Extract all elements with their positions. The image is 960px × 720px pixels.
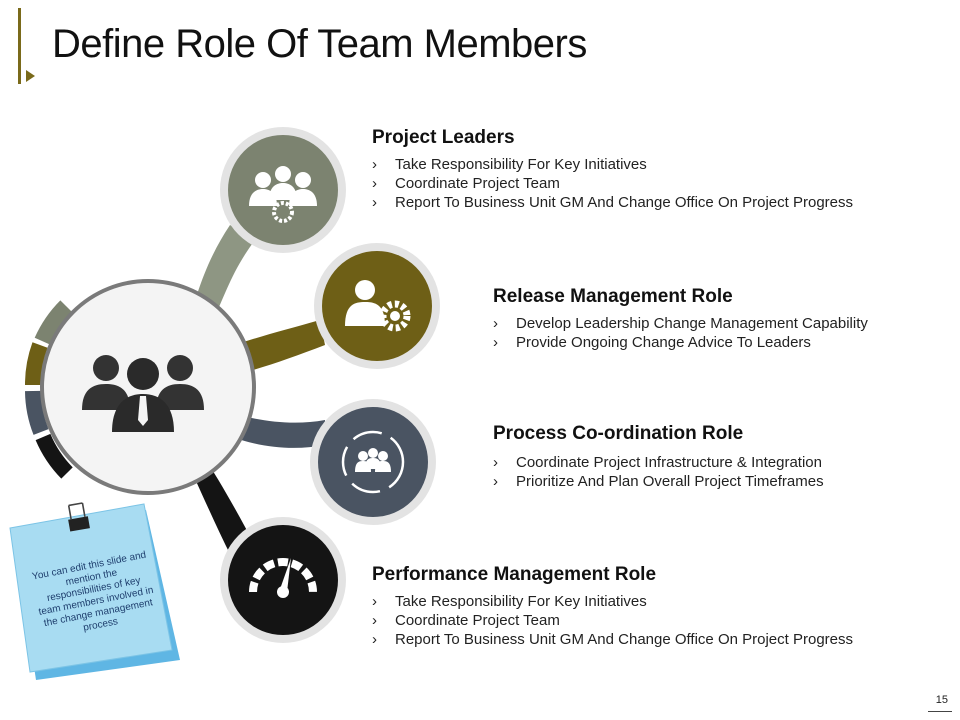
- chevron-right-icon: ›: [493, 334, 498, 351]
- bullet-item: ›Report To Business Unit GM And Change O…: [372, 631, 853, 648]
- team-icon: [82, 355, 204, 432]
- role-circle-release-management: [314, 243, 440, 369]
- role-circle-process-coordination: [310, 399, 436, 525]
- role-circle-performance-management: [220, 517, 346, 643]
- role-bullets: ›Take Responsibility For Key Initiatives…: [372, 155, 853, 212]
- bullet-item: ›Coordinate Project Team: [372, 175, 560, 192]
- role-bullets: ›Develop Leadership Change Management Ca…: [493, 314, 868, 352]
- speedometer-icon: [249, 558, 317, 598]
- bullet-item: ›Prioritize And Plan Overall Project Tim…: [493, 473, 824, 490]
- title-accent-bar: [18, 8, 21, 84]
- slide-title: Define Role Of Team Members: [52, 22, 587, 66]
- role-heading: Project Leaders: [372, 127, 515, 148]
- binder-clip-icon: [67, 502, 90, 532]
- bullet-item: ›Take Responsibility For Key Initiatives: [372, 593, 647, 610]
- hub-circle: [40, 279, 256, 495]
- role-section-process-coordination: Process Co-ordination Role ›Coordinate P…: [493, 423, 824, 491]
- page-number: 15: [935, 694, 948, 706]
- page-number-divider: [928, 711, 952, 712]
- team-gear-icon: [249, 166, 317, 223]
- chevron-right-icon: ›: [372, 631, 377, 648]
- role-section-performance-management: Performance Management Role ›Take Respon…: [372, 564, 853, 649]
- role-heading: Process Co-ordination Role: [493, 423, 744, 444]
- chevron-right-icon: ›: [493, 315, 498, 332]
- bullet-item: ›Develop Leadership Change Management Ca…: [493, 315, 868, 332]
- bullet-item: ›Take Responsibility For Key Initiatives: [372, 156, 647, 173]
- chevron-right-icon: ›: [372, 593, 377, 610]
- chevron-right-icon: ›: [372, 194, 377, 211]
- chevron-right-icon: ›: [372, 175, 377, 192]
- team-cycle-icon: [341, 430, 405, 494]
- role-bullets: ›Take Responsibility For Key Initiatives…: [372, 592, 853, 649]
- chevron-right-icon: ›: [372, 612, 377, 629]
- bullet-item: ›Report To Business Unit GM And Change O…: [372, 194, 853, 211]
- role-bullets: ›Coordinate Project Infrastructure & Int…: [493, 453, 824, 491]
- person-gear-icon: [345, 280, 411, 332]
- chevron-right-icon: ›: [372, 156, 377, 173]
- chevron-right-icon: ›: [493, 454, 498, 471]
- role-heading: Performance Management Role: [372, 564, 657, 585]
- role-section-project-leaders: Project Leaders ›Take Responsibility For…: [372, 127, 853, 212]
- bullet-item: ›Provide Ongoing Change Advice To Leader…: [493, 334, 811, 351]
- chevron-right-icon: ›: [493, 473, 498, 490]
- bullet-item: ›Coordinate Project Team: [372, 612, 560, 629]
- bullet-item: ›Coordinate Project Infrastructure & Int…: [493, 454, 822, 471]
- role-circle-project-leaders: [220, 127, 346, 253]
- role-section-release-management: Release Management Role ›Develop Leaders…: [493, 286, 868, 352]
- sticky-note: [9, 502, 180, 680]
- role-heading: Release Management Role: [493, 286, 733, 307]
- hub-arc-segments: [24, 300, 73, 479]
- title-arrow-icon: [26, 70, 35, 82]
